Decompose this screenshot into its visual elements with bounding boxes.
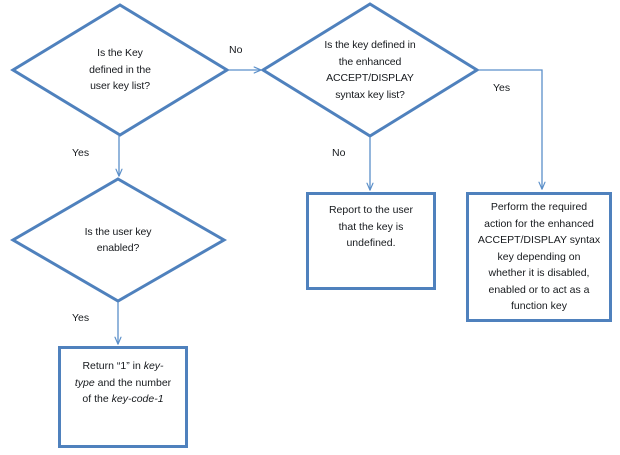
process-box-report-undefined: [306, 192, 436, 290]
connector-enhanced-yes: [478, 69, 542, 189]
edge-label-user-key-list-no: No: [229, 44, 243, 56]
process-box-return-key-type: [58, 346, 188, 448]
process-box-perform-enhanced-action: [466, 192, 612, 322]
decision-shape-enhanced-syntax-list: [260, 2, 480, 138]
edge-label-enhanced-no: No: [332, 147, 346, 159]
edge-label-enhanced-yes: Yes: [493, 82, 511, 94]
edge-label-user-key-list-yes: Yes: [72, 147, 90, 159]
edge-label-user-key-enabled-yes: Yes: [72, 312, 90, 324]
decision-shape-user-key-enabled: [10, 177, 228, 303]
decision-shape-user-key-list: [10, 3, 230, 137]
